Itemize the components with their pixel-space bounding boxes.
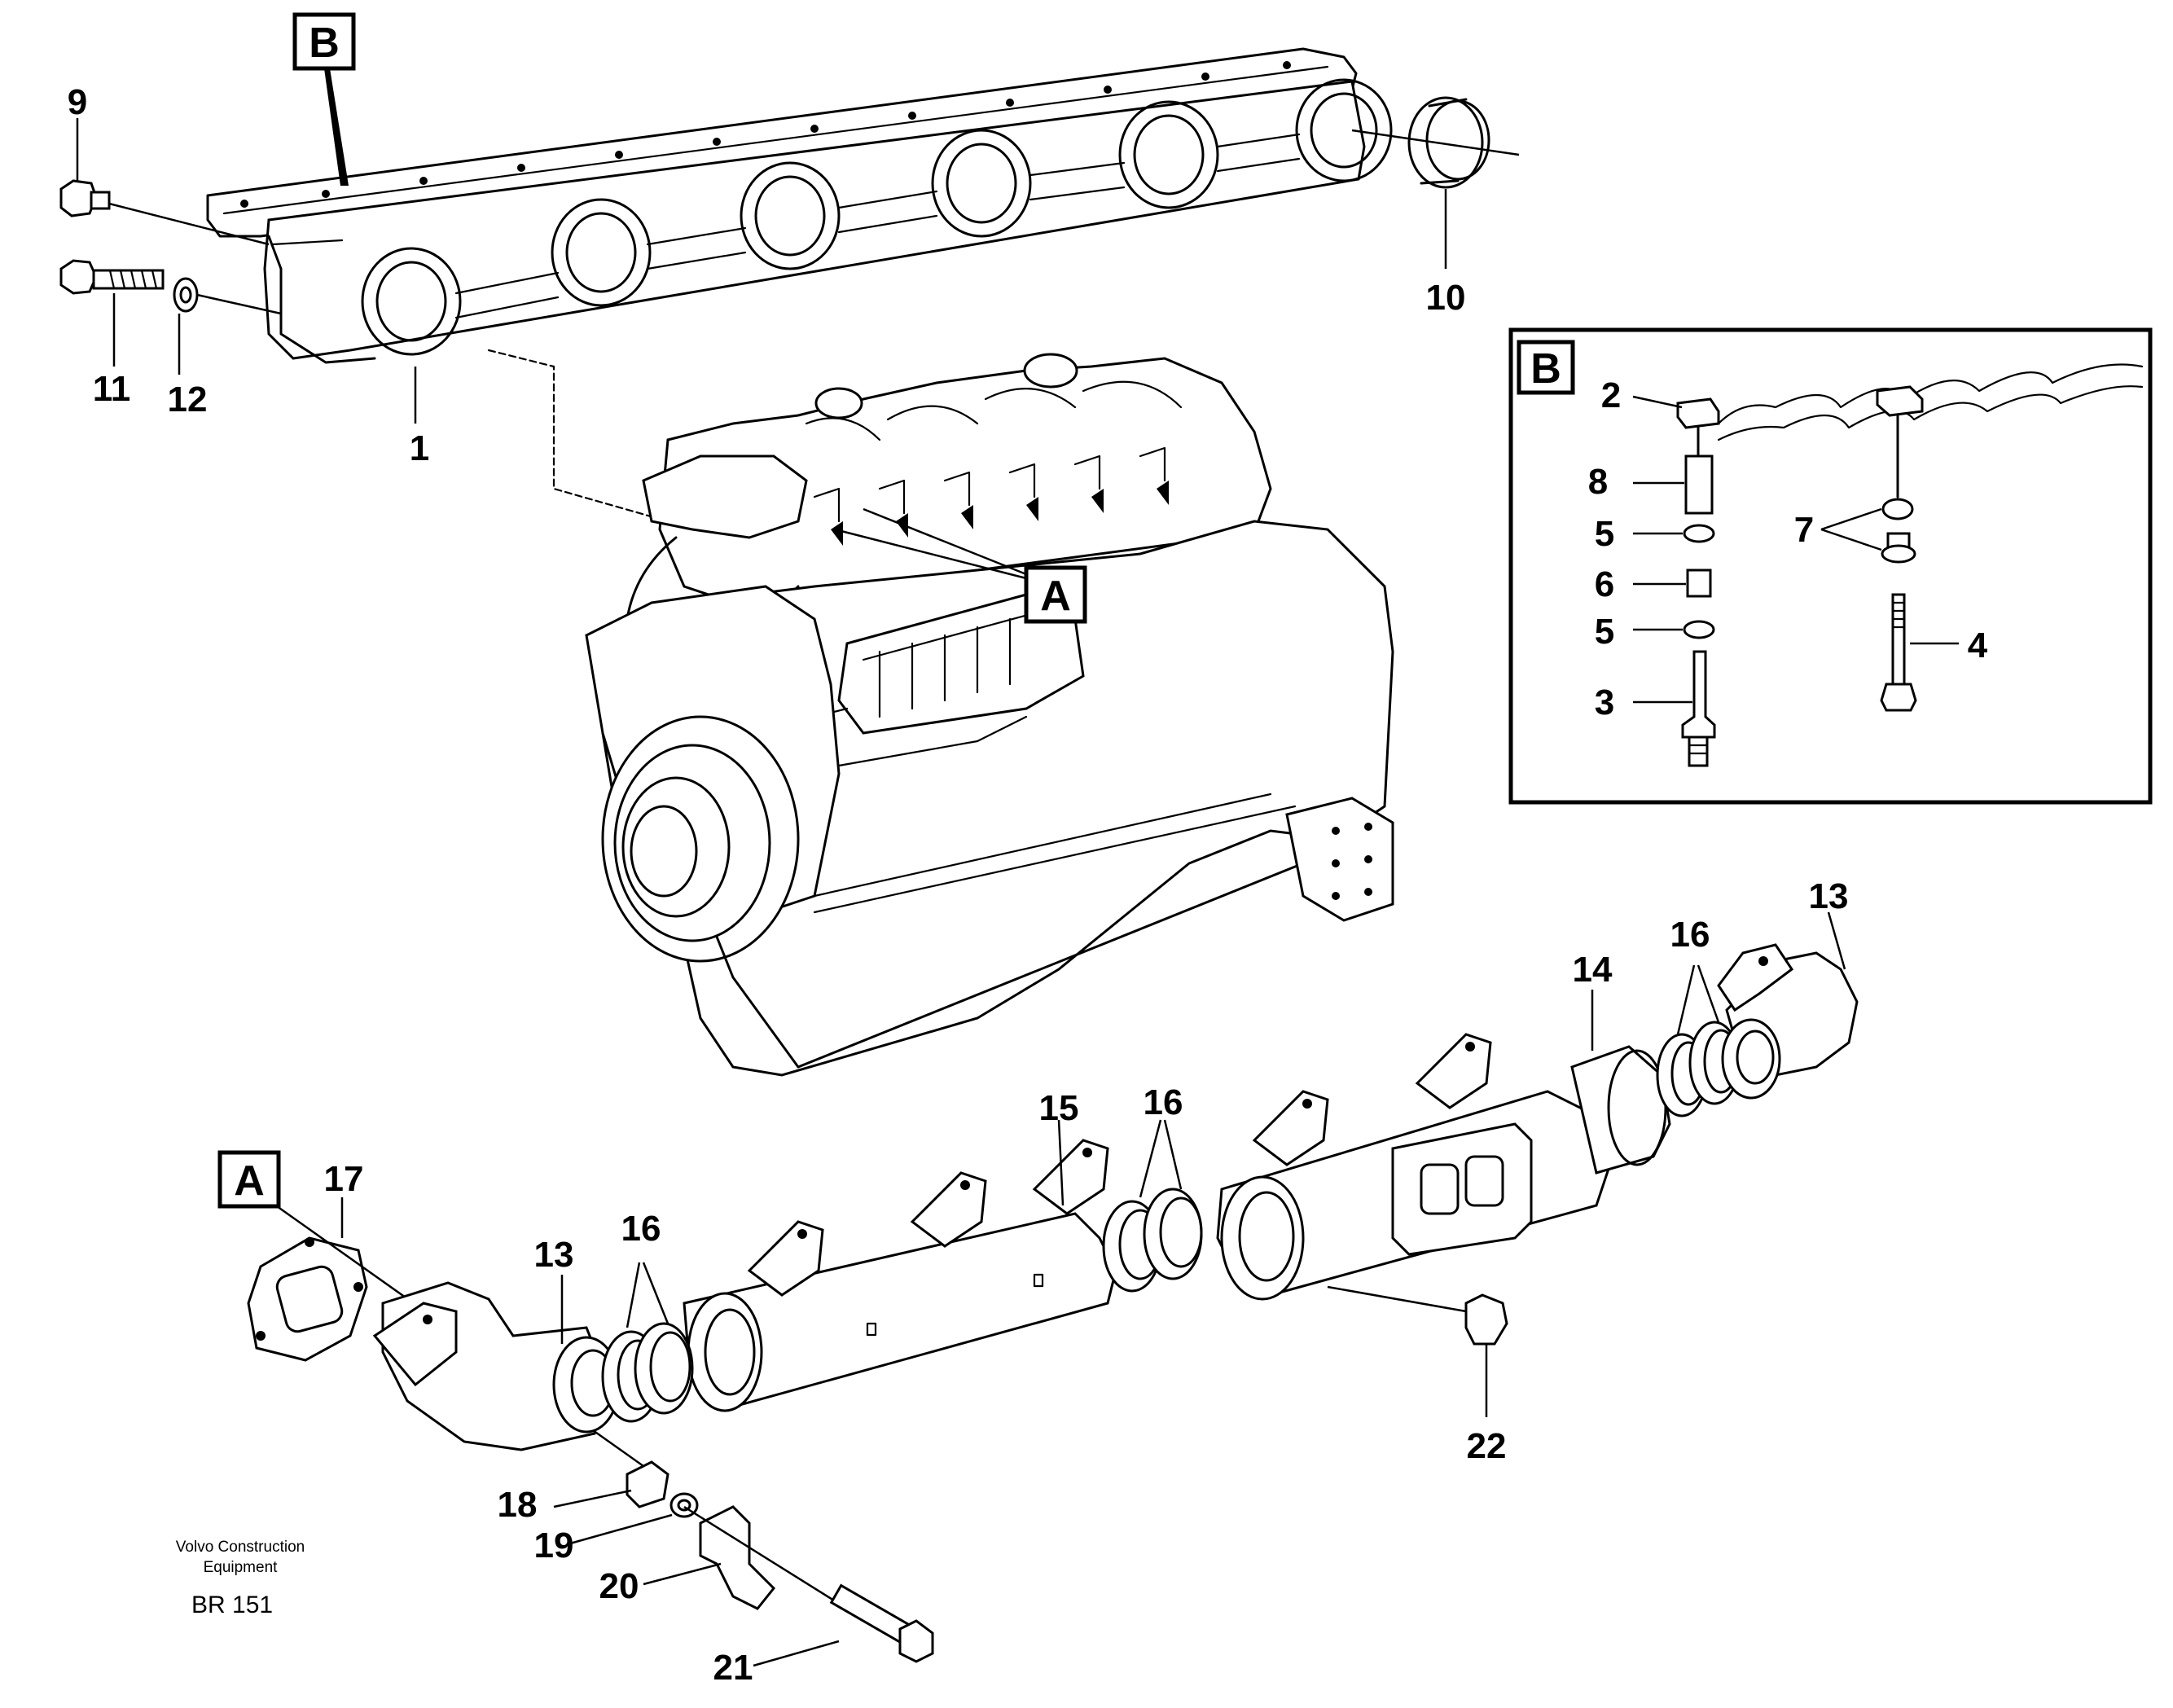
- bolt-part-21: [683, 1505, 934, 1667]
- callout-8: 8: [1588, 462, 1608, 502]
- callout-2: 2: [1601, 375, 1621, 415]
- callout-16-left: 16: [621, 1209, 661, 1249]
- callout-3: 3: [1595, 683, 1614, 722]
- callout-12: 12: [168, 380, 208, 419]
- bolt-part-11: [59, 259, 165, 367]
- spacer-stack-left: [1676, 397, 1720, 767]
- footer-line-1: Volvo Construction: [176, 1539, 305, 1556]
- callout-16-middle: 16: [1144, 1082, 1183, 1122]
- plug-part-9: [59, 118, 270, 246]
- callout-19: 19: [534, 1526, 574, 1565]
- svg-text:B: B: [309, 20, 340, 67]
- manifold-section-part-14: [1216, 990, 1671, 1301]
- callout-5-top: 5: [1595, 514, 1614, 554]
- callout-10: 10: [1426, 278, 1466, 318]
- bracket-part-20: [643, 1505, 776, 1610]
- svg-text:B: B: [1530, 345, 1561, 393]
- svg-text:A: A: [234, 1157, 265, 1205]
- callout-17: 17: [324, 1159, 364, 1199]
- elbow-part-13-right: [1717, 911, 1859, 1100]
- callout-numbers: 9 11 12 1 10 2 8 5 6 5 3 7 4 13 14 16 15…: [68, 82, 1988, 1688]
- engine-block: [585, 353, 1394, 1077]
- callout-13-right: 13: [1809, 876, 1849, 916]
- gasket-port-2: [551, 198, 652, 307]
- callout-13-left: 13: [534, 1235, 574, 1275]
- plug-part-22: [1327, 1285, 1508, 1417]
- callout-16-right: 16: [1670, 915, 1710, 955]
- callout-1: 1: [410, 428, 429, 468]
- gasket-port-3: [740, 161, 841, 270]
- seal-rings-part-16-middle: [1102, 1119, 1203, 1293]
- callout-6: 6: [1595, 564, 1614, 604]
- callout-14: 14: [1573, 950, 1613, 990]
- spacer-stack-right: [1876, 385, 1924, 712]
- manifold-gasket-part-1: [206, 47, 1393, 523]
- seal-rings-part-16-left: [601, 1262, 694, 1423]
- gasket-port-4: [931, 129, 1032, 238]
- sleeve-part-18: [553, 1460, 669, 1508]
- callout-15: 15: [1039, 1088, 1079, 1128]
- crank-pulley: [601, 715, 800, 963]
- svg-text:A: A: [1040, 573, 1071, 620]
- elbow-part-13-left: [372, 1275, 621, 1451]
- gasket-port-1: [361, 247, 462, 356]
- manifold-section-part-15: [683, 1119, 1117, 1412]
- footer-credit: Volvo Construction Equipment BR 151: [176, 1539, 305, 1618]
- callout-9: 9: [68, 82, 87, 122]
- callout-22: 22: [1467, 1426, 1507, 1466]
- callout-18: 18: [498, 1485, 538, 1525]
- seal-ring-part-10: [1351, 96, 1520, 269]
- footer-code: BR 151: [191, 1592, 273, 1618]
- gasket-part-17: [247, 1197, 368, 1362]
- callout-4: 4: [1968, 626, 1988, 665]
- callout-20: 20: [599, 1566, 639, 1606]
- callout-21: 21: [713, 1648, 753, 1688]
- callout-7: 7: [1794, 510, 1814, 550]
- detail-marker-b-main: B: [292, 12, 356, 186]
- detail-inset-b: B: [1508, 327, 2153, 805]
- washer-part-12: [173, 277, 282, 375]
- detail-marker-a-engine: A: [834, 507, 1087, 624]
- callout-11: 11: [93, 369, 131, 409]
- flange-bolt-holes: [240, 61, 1291, 208]
- footer-line-2: Equipment: [204, 1559, 279, 1576]
- callout-5-bottom: 5: [1595, 612, 1614, 652]
- gasket-port-5: [1118, 100, 1219, 209]
- gasket-port-6: [1295, 78, 1393, 182]
